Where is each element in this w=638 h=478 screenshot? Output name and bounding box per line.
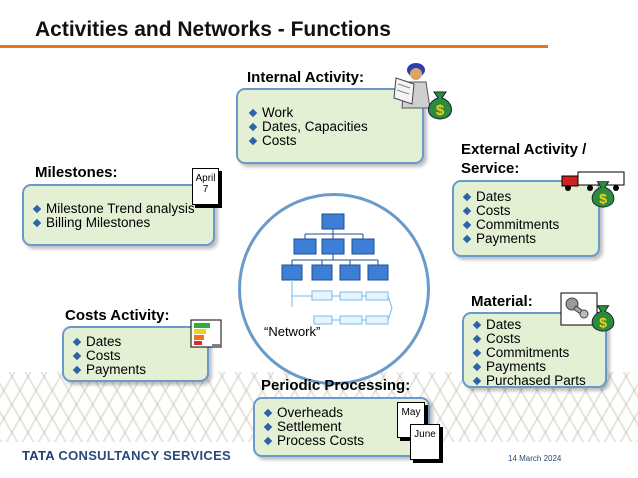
list-item: Costs	[248, 134, 368, 148]
title-underline	[0, 45, 548, 48]
calendar-day: 7	[202, 184, 209, 195]
material-heading: Material:	[471, 293, 533, 310]
slide-title: Activities and Networks - Functions	[35, 18, 391, 41]
svg-text:$: $	[436, 102, 445, 119]
calendar-icon: April 7	[192, 168, 219, 205]
list-item: Process Costs	[263, 434, 364, 448]
worker-icon	[393, 63, 431, 109]
svg-text:$: $	[599, 191, 607, 207]
periodic-processing-list: Overheads Settlement Process Costs	[263, 406, 364, 448]
list-item: Payments	[472, 360, 586, 374]
list-item: Dates	[472, 318, 586, 332]
external-activity-list: Dates Costs Commitments Payments	[462, 190, 559, 246]
material-list: Dates Costs Commitments Payments Purchas…	[472, 318, 586, 388]
list-item: Costs	[462, 204, 559, 218]
tools-icon	[560, 292, 598, 326]
internal-activity-box: Work Dates, Capacities Costs	[236, 88, 424, 164]
internal-activity-heading: Internal Activity:	[247, 69, 364, 86]
chart-icon	[190, 319, 222, 348]
list-item: Payments	[72, 363, 146, 377]
milestones-list: Milestone Trend analysis Billing Milesto…	[32, 202, 195, 230]
list-item: Dates, Capacities	[248, 120, 368, 134]
calendar-icon: June	[410, 424, 440, 460]
material-box: Dates Costs Commitments Payments Purchas…	[462, 312, 607, 388]
external-activity-box: Dates Costs Commitments Payments	[452, 180, 600, 257]
milestones-box: Milestone Trend analysis Billing Milesto…	[22, 184, 215, 246]
list-item: Dates	[72, 335, 146, 349]
list-item: Costs	[72, 349, 146, 363]
periodic-processing-heading: Periodic Processing:	[261, 377, 411, 394]
costs-activity-box: Dates Costs Payments	[62, 326, 209, 382]
external-activity-heading: External Activity /	[461, 141, 587, 158]
money-bag-icon: $	[428, 91, 452, 120]
list-item: Costs	[472, 332, 586, 346]
milestones-heading: Milestones:	[35, 164, 118, 181]
list-item: Commitments	[462, 218, 559, 232]
truck-icon	[561, 171, 625, 191]
costs-activity-heading: Costs Activity:	[65, 307, 170, 324]
calendar-month: June	[414, 429, 436, 440]
list-item: Billing Milestones	[32, 216, 195, 230]
money-bag-icon: $	[591, 181, 615, 208]
calendar-month: April	[195, 173, 216, 184]
list-item: Commitments	[472, 346, 586, 360]
list-item: Milestone Trend analysis	[32, 202, 195, 216]
list-item: Settlement	[263, 420, 364, 434]
footer-date: 14 March 2024	[508, 454, 562, 463]
company-logo: TATA CONSULTANCY SERVICES	[22, 448, 231, 463]
external-activity-heading-2: Service:	[461, 160, 520, 177]
logo-text: CONSULTANCY SERVICES	[58, 448, 232, 463]
list-item: Overheads	[263, 406, 364, 420]
list-item: Dates	[462, 190, 559, 204]
calendar-month: May	[401, 407, 421, 418]
network-diagram-icon	[281, 213, 393, 325]
list-item: Work	[248, 106, 368, 120]
list-item: Payments	[462, 232, 559, 246]
list-item: Purchased Parts	[472, 374, 586, 388]
logo-bold: TATA	[22, 448, 55, 463]
network-label: “Network”	[264, 324, 321, 339]
money-bag-icon: $	[591, 305, 615, 332]
internal-activity-list: Work Dates, Capacities Costs	[248, 106, 368, 148]
svg-text:$: $	[599, 315, 607, 331]
costs-activity-list: Dates Costs Payments	[72, 335, 146, 377]
